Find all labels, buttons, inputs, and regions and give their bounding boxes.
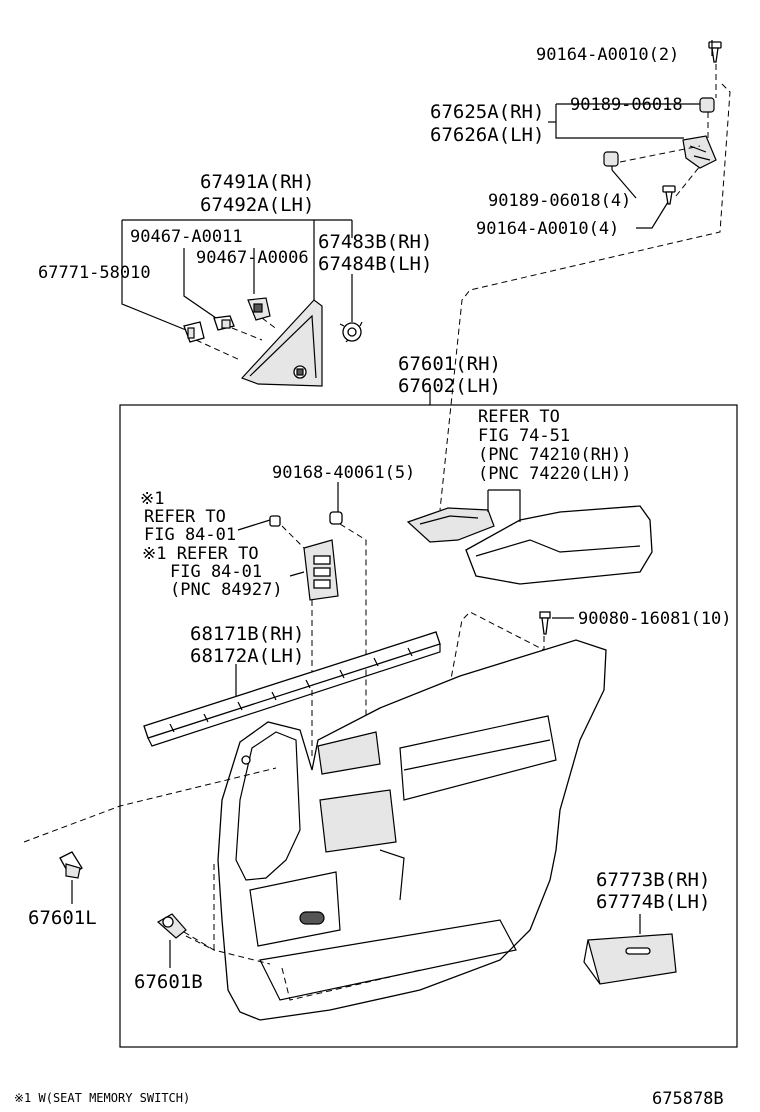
clip-90467-a0011-icon — [213, 315, 235, 331]
label-67602: 67602(LH) — [398, 375, 501, 397]
label-90164-4: 90164-A0010(4) — [476, 219, 619, 239]
clip-67601b-icon — [156, 913, 187, 939]
note-mark-1: ※1 — [140, 489, 164, 509]
refer-84b-line2: FIG 84-01 — [170, 562, 262, 582]
label-67773b: 67773B(RH) — [596, 869, 710, 891]
clip-90168-icon — [329, 511, 343, 525]
refer-74-line1: REFER TO — [478, 407, 560, 427]
label-90080: 90080-16081(10) — [578, 609, 732, 629]
label-90168: 90168-40061(5) — [272, 463, 415, 483]
screw-90080-icon — [539, 611, 551, 635]
refer-74-line2: FIG 74-51 — [478, 426, 570, 446]
ring-67483b-icon — [339, 321, 363, 343]
clip-refer-84a-icon — [269, 515, 281, 527]
label-67625a: 67625A(RH) — [430, 101, 544, 123]
pocket-67773b-icon — [583, 933, 677, 985]
label-90189-4: 90189-06018(4) — [488, 191, 631, 211]
refer-84a-line1: REFER TO — [144, 507, 226, 527]
label-90467-a0011: 90467-A0011 — [130, 227, 243, 247]
clip-90467-a0006-icon — [247, 297, 271, 321]
footer-note: ※1 W(SEAT MEMORY SWITCH) — [14, 1091, 190, 1105]
armrest-74210-icon — [465, 505, 653, 585]
label-67601b: 67601B — [134, 971, 203, 993]
bracket-67625a-icon — [682, 135, 717, 169]
refer-74-line4: (PNC 74220(LH)) — [478, 464, 632, 484]
seat-memory-switch-icon — [303, 539, 339, 601]
refer-84b-line1: ※1 REFER TO — [142, 544, 259, 564]
label-67601l: 67601L — [28, 907, 97, 929]
label-90467-a0006: 90467-A0006 — [196, 248, 309, 268]
refer-84b-line3: (PNC 84927) — [170, 580, 283, 600]
screw-90164-top-icon — [708, 41, 722, 63]
figure-id: 675878B — [652, 1089, 724, 1109]
label-90189-top: 90189-06018 — [570, 95, 683, 115]
label-67626a: 67626A(LH) — [430, 124, 544, 146]
clip-90189-top-icon — [699, 97, 715, 113]
label-67771: 67771-58010 — [38, 263, 151, 283]
speaker-cover-67491a-icon — [240, 299, 323, 387]
label-67601: 67601(RH) — [398, 353, 501, 375]
clip-67771-icon — [183, 321, 205, 343]
label-68171b: 68171B(RH) — [190, 623, 304, 645]
label-68172a: 68172A(LH) — [190, 645, 304, 667]
label-67774b: 67774B(LH) — [596, 891, 710, 913]
inner-handle-bezel-icon — [406, 507, 495, 543]
refer-74-line3: (PNC 74210(RH)) — [478, 445, 632, 465]
label-67484b: 67484B(LH) — [318, 253, 432, 275]
weatherstrip-68171b-icon — [143, 631, 441, 747]
screw-90164-4-icon — [662, 185, 676, 205]
clip-90189-4-icon — [603, 151, 619, 167]
label-90164-top: 90164-A0010(2) — [536, 45, 679, 65]
door-trim-panel-icon — [217, 639, 607, 1021]
door-trim-frame — [119, 404, 738, 1048]
clip-67601l-icon — [59, 851, 83, 879]
label-67492a: 67492A(LH) — [200, 194, 314, 216]
refer-84a-line2: FIG 84-01 — [144, 525, 236, 545]
label-67483b: 67483B(RH) — [318, 231, 432, 253]
label-67491a: 67491A(RH) — [200, 171, 314, 193]
